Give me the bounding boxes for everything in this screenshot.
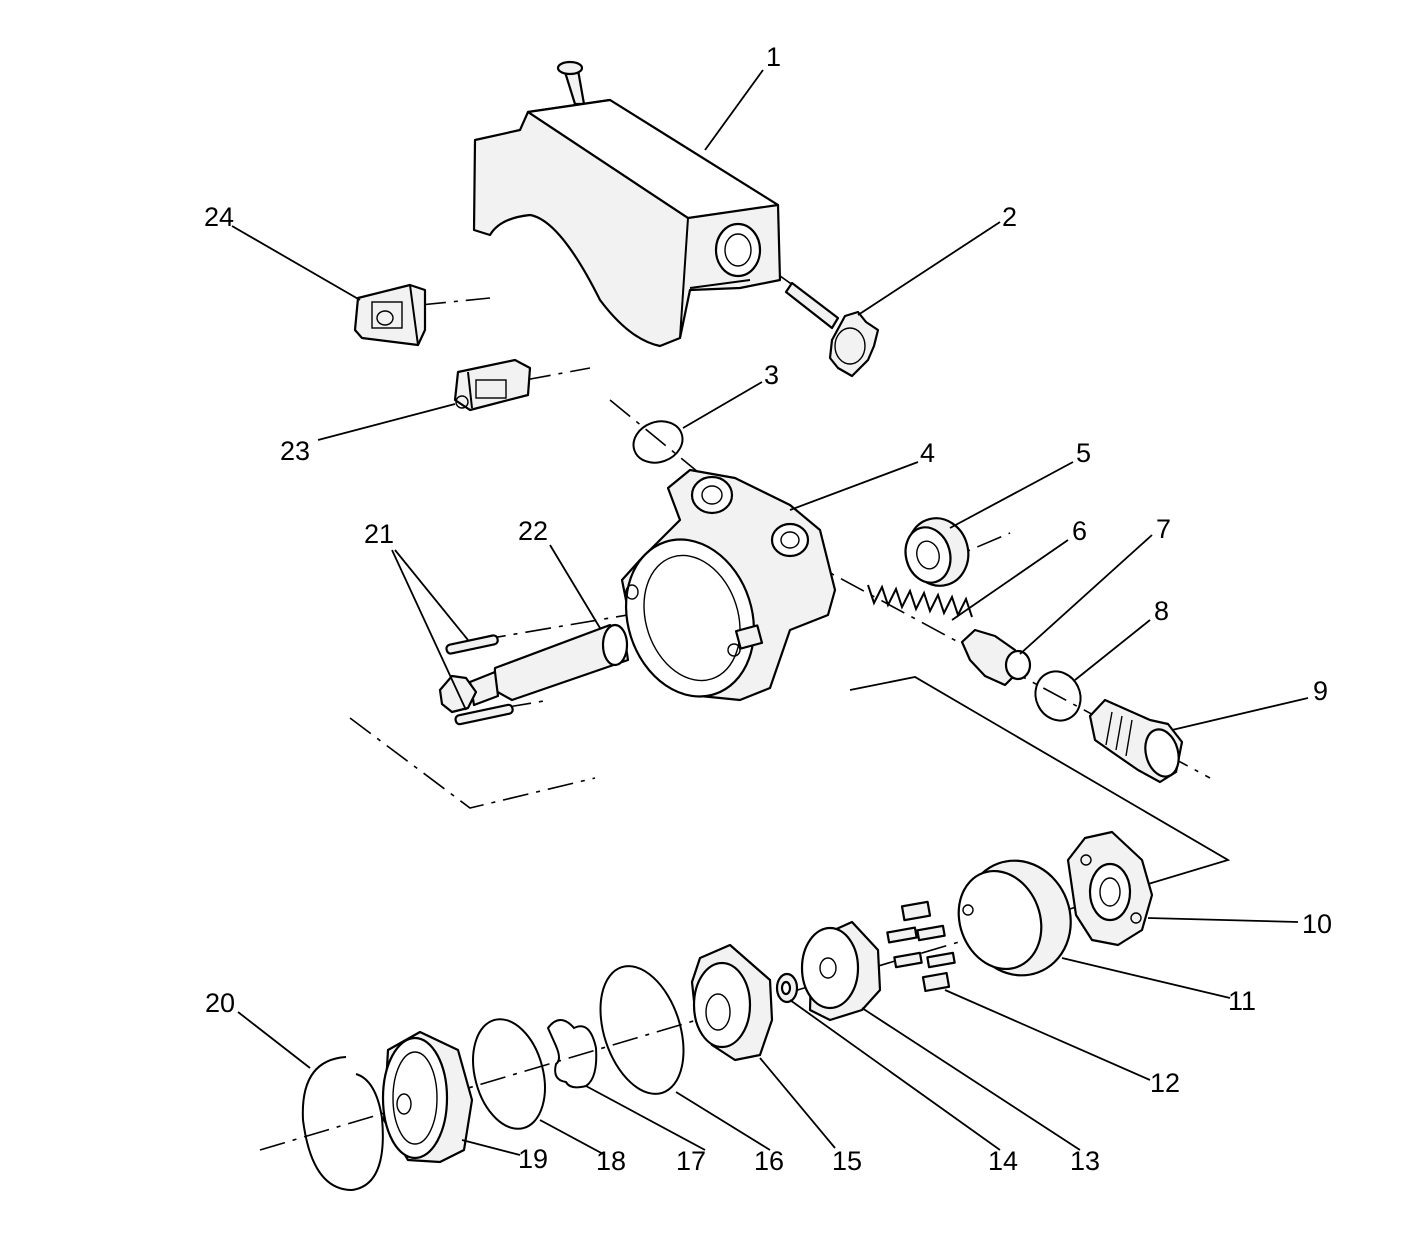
part-7-valve — [960, 628, 1032, 687]
callout-22: 22 — [518, 516, 548, 546]
callout-21: 21 — [364, 519, 394, 549]
callout-12: 12 — [1150, 1068, 1180, 1098]
callout-24: 24 — [204, 202, 234, 232]
callout-16: 16 — [754, 1146, 784, 1176]
callout-5: 5 — [1076, 438, 1091, 468]
part-19-end-plate — [381, 1030, 474, 1164]
callout-9: 9 — [1313, 676, 1328, 706]
callout-3: 3 — [764, 360, 779, 390]
part-9-fitting — [1088, 698, 1184, 784]
part-12-vanes — [886, 900, 956, 993]
callout-2: 2 — [1002, 202, 1017, 232]
part-5-seal — [904, 517, 970, 587]
part-22-shaft — [438, 623, 630, 714]
part-4-pump-housing — [620, 468, 837, 702]
part-2-cap — [784, 281, 880, 378]
callout-6: 6 — [1072, 516, 1087, 546]
part-11-cam-ring — [957, 859, 1072, 977]
part-20-retaining-ring — [301, 1056, 384, 1192]
part-6-spring — [867, 584, 973, 618]
callout-20: 20 — [205, 988, 235, 1018]
part-8-o-ring — [1034, 670, 1082, 722]
part-13-rotor — [800, 920, 882, 1022]
part-18-o-ring — [472, 1018, 546, 1130]
part-15-thrust-plate — [690, 943, 774, 1062]
callout-8: 8 — [1154, 596, 1169, 626]
part-10-pressure-plate — [1066, 830, 1154, 947]
callout-17: 17 — [676, 1146, 706, 1176]
part-23-clip — [453, 358, 532, 412]
callout-19: 19 — [518, 1144, 548, 1174]
callout-labels: 1 2 3 4 5 6 7 8 9 10 11 12 13 14 15 16 1… — [204, 42, 1332, 1176]
part-21-pins — [445, 634, 514, 726]
callout-11: 11 — [1228, 986, 1256, 1016]
leader-lines — [231, 69, 1309, 1156]
callout-1: 1 — [766, 42, 781, 72]
callout-23: 23 — [280, 436, 310, 466]
callout-18: 18 — [596, 1146, 626, 1176]
part-16-o-ring — [599, 965, 685, 1095]
callout-4: 4 — [920, 438, 935, 468]
callout-14: 14 — [988, 1146, 1018, 1176]
part-24-clip — [353, 283, 427, 347]
callout-15: 15 — [832, 1146, 862, 1176]
callout-7: 7 — [1156, 514, 1171, 544]
callout-10: 10 — [1302, 909, 1332, 939]
part-14-washer — [775, 972, 799, 1004]
callout-13: 13 — [1070, 1146, 1100, 1176]
part-17-clip — [546, 1019, 598, 1089]
part-1-reservoir — [472, 60, 782, 348]
part-3-o-ring — [632, 420, 684, 464]
